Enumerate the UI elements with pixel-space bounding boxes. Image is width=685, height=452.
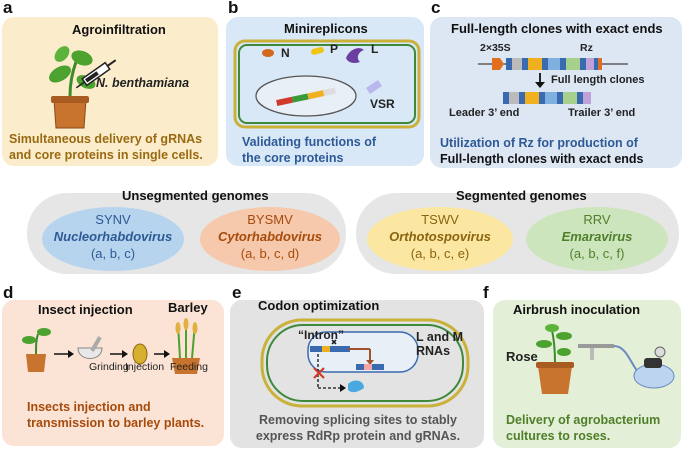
panel-c-note-line1: Utilization of Rz for production of	[440, 136, 638, 150]
panel-e-note: Removing splicing sites to stably expres…	[240, 412, 476, 444]
panel-a-note-line2: and core proteins in single cells.	[9, 148, 203, 162]
bysmv-genus: Cytorhabdovirus	[217, 229, 322, 244]
step-grinding: Grinding	[89, 361, 129, 373]
panel-c-note-line2: Full-length clones with exact ends	[440, 152, 644, 166]
airbrush-rose-illustration	[536, 324, 675, 394]
panel-b-note-line1: Validating functions of	[242, 135, 377, 149]
panel-f-title: Airbrush inoculation	[513, 302, 641, 317]
panel-f-label: f	[483, 283, 489, 302]
intron-label: “Intron”	[298, 328, 344, 342]
potted-plant-syringe-illustration	[49, 46, 117, 129]
rrv-oval	[526, 207, 668, 271]
panel-a-title: Agroinfiltration	[72, 22, 166, 37]
panel-d-note: Insects injection and transmission to ba…	[27, 399, 204, 431]
full-length-label: Full length clones	[551, 74, 645, 86]
protein-label-n: N	[281, 46, 290, 60]
rrv-genus: Emaravirus	[561, 229, 633, 244]
panel-e-title: Codon optimization	[258, 298, 380, 313]
plant-cell-minireplicon-illustration	[233, 39, 421, 129]
protein-label-l: L	[371, 42, 379, 56]
leader-end-label: Leader 3’ end	[449, 107, 520, 119]
panel-b-note: Validating functions of the core protein…	[242, 134, 376, 166]
panel-c-title: Full-length clones with exact ends	[451, 21, 663, 36]
plant-species-label: N. benthamiana	[96, 76, 190, 90]
panel-a-label: a	[3, 0, 13, 17]
rnas-label-line2: RNAs	[416, 344, 451, 358]
rrv-text: RRV Emaravirus (a, b, c, f)	[526, 211, 668, 262]
panel-a-note: Simultaneous delivery of gRNAs and core …	[9, 131, 203, 163]
panel-f-note-line2: cultures to roses.	[506, 429, 611, 443]
panel-b-label: b	[228, 0, 239, 17]
clone-construct-diagram	[478, 58, 628, 104]
panel-d-note-line2: transmission to barley plants.	[27, 416, 205, 430]
bysmv-name: BYSMV	[247, 212, 293, 227]
rrv-name: RRV	[583, 212, 611, 227]
protein-label-p: P	[330, 42, 339, 56]
protein-label-vsr: VSR	[370, 97, 395, 111]
synv-name: SYNV	[95, 212, 131, 227]
step-injection: Injection	[125, 361, 165, 373]
unsegmented-genomes-title: Unsegmented genomes	[122, 188, 269, 203]
insect-injection-workflow-illustration	[22, 318, 200, 374]
panel-a-note-line1: Simultaneous delivery of gRNAs	[9, 132, 203, 146]
bysmv-methods: (a, b, c, d)	[240, 246, 300, 261]
rose-label: Rose	[506, 349, 538, 364]
panel-d-label: d	[3, 283, 14, 302]
panel-c-label: c	[431, 0, 441, 17]
synv-methods: (a, b, c)	[90, 246, 136, 261]
panel-e-label: e	[232, 283, 242, 302]
tswv-text: TSWV Orthotospovirus (a, b, c, e)	[367, 211, 513, 262]
bysmv-oval	[200, 207, 340, 271]
rrv-methods: (a, b, c, f)	[569, 246, 625, 261]
panel-e-note-line1: Removing splicing sites to stably	[259, 413, 457, 427]
panel-b-title: Minireplicons	[284, 21, 368, 36]
trailer-end-label: Trailer 3’ end	[568, 107, 636, 119]
cell-splicing-illustration	[260, 318, 470, 408]
step-feeding: Feeding	[170, 361, 208, 373]
synv-genus: Nucleorhabdovirus	[53, 229, 173, 244]
segmented-genomes-title: Segmented genomes	[456, 188, 587, 203]
panel-e-note-line2: express RdRp protein and gRNAs.	[255, 429, 461, 443]
panel-c-note: Utilization of Rz for production of Full…	[440, 135, 644, 167]
tswv-methods: (a, b, c, e)	[410, 246, 470, 261]
synv-text: SYNV Nucleorhabdovirus (a, b, c)	[42, 211, 184, 262]
panel-f-note: Delivery of agrobacterium cultures to ro…	[506, 412, 660, 444]
bysmv-text: BYSMV Cytorhabdovirus (a, b, c, d)	[200, 211, 340, 262]
panel-b-note-line2: the core proteins	[242, 151, 344, 165]
rnas-label-line1: L and M	[416, 330, 463, 344]
tswv-name: TSWV	[421, 212, 459, 227]
panel-f-note-line1: Delivery of agrobacterium	[506, 413, 661, 427]
ribozyme-label: Rz	[580, 42, 593, 54]
barley-label: Barley	[168, 300, 208, 315]
rnas-label: L and M RNAs	[416, 330, 463, 358]
tswv-genus: Orthotospovirus	[389, 229, 491, 244]
panel-d-title: Insect injection	[38, 302, 133, 317]
synv-oval	[42, 207, 184, 271]
promoter-label: 2×35S	[480, 42, 511, 54]
panel-d-note-line1: Insects injection and	[27, 400, 151, 414]
tswv-oval	[367, 207, 513, 271]
panel-a-agroinfiltration	[2, 17, 218, 166]
